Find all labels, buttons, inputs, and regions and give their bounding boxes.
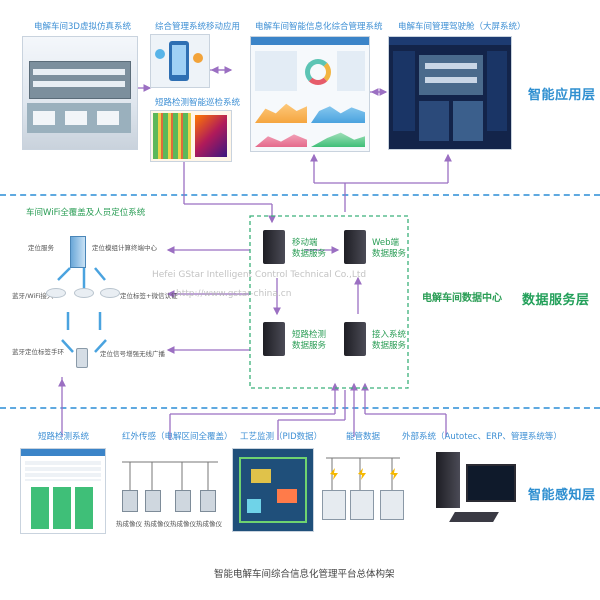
meter-icon [350,490,374,520]
watermark-url: http://www.gstar-china.cn [176,289,292,299]
thermal-camera-icon [145,490,161,512]
divider-app-data [0,194,600,196]
wifi-ap-icon [46,288,66,298]
screenshot-process-monitor [232,448,314,532]
wifi-ap-icon [74,288,94,298]
diagram-caption: 智能电解车间综合信息化管理平台总体构架 [214,569,395,580]
label-service-web: Web端 数据服务 [372,238,407,259]
label-wifi-system: 车间WiFi全覆盖及人员定位系统 [26,208,146,218]
label-service-access: 接入系统 数据服务 [372,330,407,351]
screenshot-mobile-app [150,34,210,88]
server-tower-icon [70,236,86,268]
label-positioning-service: 定位服务 [28,244,54,252]
label-short-detect: 短路检测系统 [38,432,90,442]
label-tag-bind: 定位标签+微信认证 [120,292,178,300]
divider-data-sense [0,407,600,409]
label-sensor-b: 热成像仪 [144,520,170,528]
label-personnel-tag: 蓝牙定位标签手环 [12,348,64,356]
label-wifi-ap: 定位信号增强无线广播 [100,350,165,358]
thermal-camera-icon [175,490,191,512]
label-data-center: 电解车间数据中心 [422,293,502,304]
label-positioning-engine: 定位模组计算终端中心 [92,244,157,252]
server-icon [344,322,366,356]
monitor-icon [466,464,516,502]
layer-title-app: 智能应用层 [528,88,596,103]
label-service-mobile: 移动端 数据服务 [292,238,327,259]
layer-title-sense: 智能感知层 [528,488,596,503]
label-cockpit: 电解车间管理驾驶舱（大屏系统） [398,22,526,32]
screenshot-short-detect [20,448,106,534]
wifi-ap-icon [100,288,120,298]
screenshot-3d-sim [22,36,138,150]
label-mobile-app: 综合管理系统移动应用 [155,22,241,32]
label-process-monitor: 工艺监测（PID数据） [240,432,323,442]
label-infrared: 红外传感（电解区间全覆盖） [122,432,233,442]
label-energy: 能管数据 [346,432,381,442]
meter-icon [322,490,346,520]
label-service-short: 短路检测 数据服务 [292,330,327,351]
layer-title-data: 数据服务层 [522,293,590,308]
label-wifi-coverage: 蓝牙/WiFi接入 [12,292,54,300]
label-sensor-a: 热成像仪 [116,520,142,528]
thermal-camera-icon [122,490,138,512]
watermark-company: Hefei GStar Intelligent Control Technica… [152,270,367,280]
server-tower-icon [436,452,460,508]
label-sensor-d: 热成像仪 [196,520,222,528]
label-info-mgmt: 电解车间智能信息化综合管理系统 [255,22,383,32]
label-external: 外部系统（Autotec、ERP、管理系统等） [402,432,562,442]
screenshot-cockpit [388,36,512,150]
server-icon [344,230,366,264]
label-sim-3d: 电解车间3D虚拟仿真系统 [34,22,131,32]
screenshot-short-inspect [150,110,232,162]
thermal-camera-icon [200,490,216,512]
meter-icon [380,490,404,520]
server-icon [263,230,285,264]
screenshot-info-mgmt [250,36,370,152]
phone-icon [76,348,88,368]
label-sensor-c: 热成像仪 [170,520,196,528]
server-icon [263,322,285,356]
keyboard-icon [449,512,499,522]
label-short-inspect: 短路检测智能巡检系统 [155,98,241,108]
